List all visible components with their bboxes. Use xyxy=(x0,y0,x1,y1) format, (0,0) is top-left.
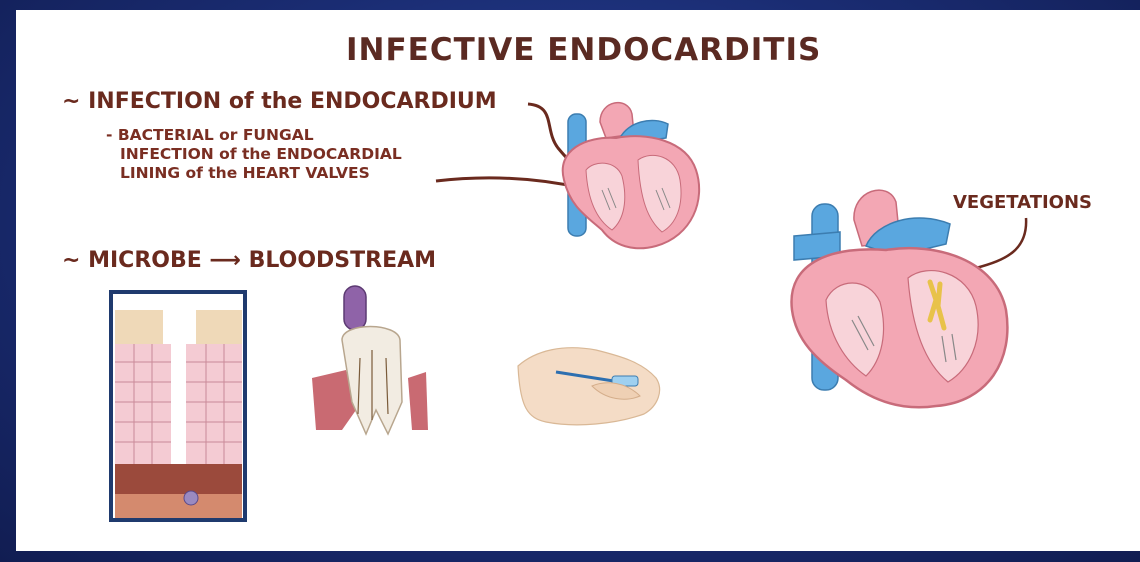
small-heart-illustration xyxy=(563,103,699,249)
iv-injection-illustration xyxy=(518,348,660,425)
pointer-line-valves xyxy=(436,178,582,188)
large-heart-illustration xyxy=(792,190,1008,407)
skin-cross-section-illustration xyxy=(111,292,245,520)
slide-canvas: INFECTIVE ENDOCARDITIS ~ INFECTION of th… xyxy=(16,10,1140,551)
dental-procedure-illustration xyxy=(312,286,428,434)
illustrations xyxy=(16,10,1140,551)
